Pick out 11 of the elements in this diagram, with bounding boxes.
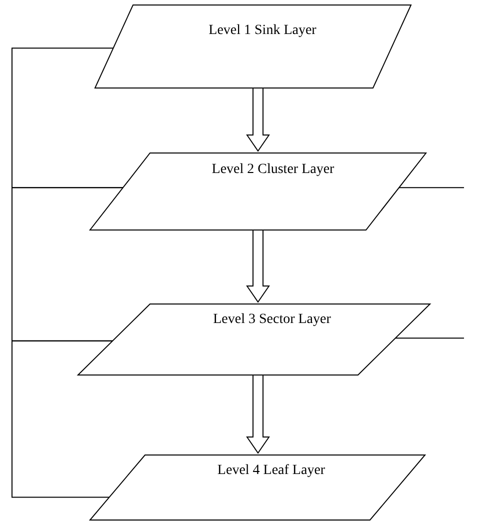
hollow-arrow <box>246 374 270 454</box>
layer-label: Level 2 Cluster Layer <box>210 162 336 178</box>
layer-label: Level 3 Sector Layer <box>212 312 332 328</box>
connector-line <box>12 340 114 498</box>
connector-line <box>12 187 124 342</box>
connector-line <box>394 338 464 339</box>
layer-label: Level 4 Leaf Layer <box>216 463 326 479</box>
connector-line <box>398 187 464 188</box>
hollow-arrow <box>246 230 270 303</box>
layer-label: Level 1 Sink Layer <box>208 23 318 39</box>
hollow-arrow <box>246 88 270 152</box>
